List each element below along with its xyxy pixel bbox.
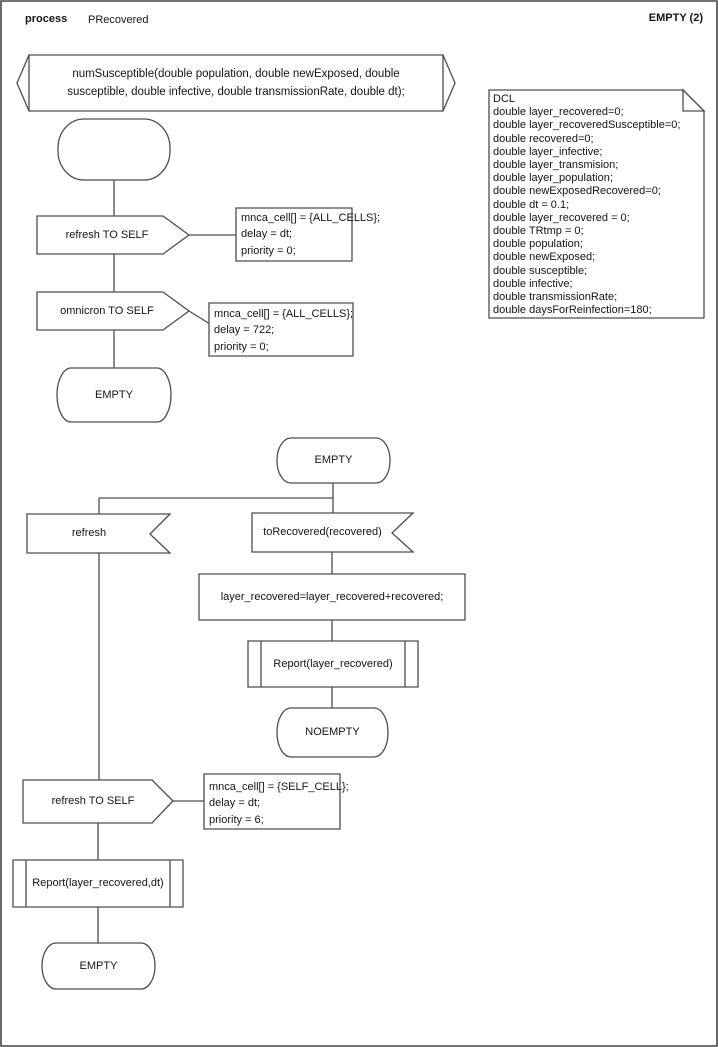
procedure-call-body	[13, 860, 183, 907]
page-label: EMPTY (2)	[648, 12, 703, 24]
procedure-text-right-chevron	[443, 55, 455, 111]
procedure-text-symbol	[17, 55, 455, 111]
dcl-comment-outline	[489, 90, 704, 318]
process-name: PRecovered	[88, 14, 149, 26]
procedure-text-body	[29, 55, 443, 111]
dcl-comment-symbol	[489, 90, 704, 318]
procedure-call-symbol-report	[248, 641, 418, 687]
comment-box-refresh-bottom	[204, 774, 340, 829]
procedure-text-left-chevron	[17, 55, 29, 111]
start-symbol	[58, 119, 170, 180]
input-symbol-refresh	[27, 514, 170, 553]
output-symbol-omnicron	[37, 292, 189, 330]
state-symbol-noempty	[277, 708, 388, 757]
state-symbol-empty-final	[42, 943, 155, 989]
state-symbol-empty-2	[277, 438, 390, 483]
output-symbol-refresh-bottom	[23, 780, 173, 823]
comment-box-refresh-top	[236, 208, 352, 261]
comment-box-omnicron	[209, 303, 353, 356]
state-symbol-empty-1	[57, 368, 171, 422]
procedure-call-body	[248, 641, 418, 687]
procedure-call-symbol-report-dt	[13, 860, 183, 907]
diagram-kind-label: process	[25, 13, 68, 25]
output-symbol-refresh-top	[37, 216, 189, 254]
connector-note	[189, 311, 210, 324]
task-symbol-layer-recovered	[199, 574, 465, 620]
input-symbol-torecovered	[252, 513, 413, 552]
connector-lines	[98, 180, 333, 943]
dcl-folded-corner	[683, 90, 704, 111]
